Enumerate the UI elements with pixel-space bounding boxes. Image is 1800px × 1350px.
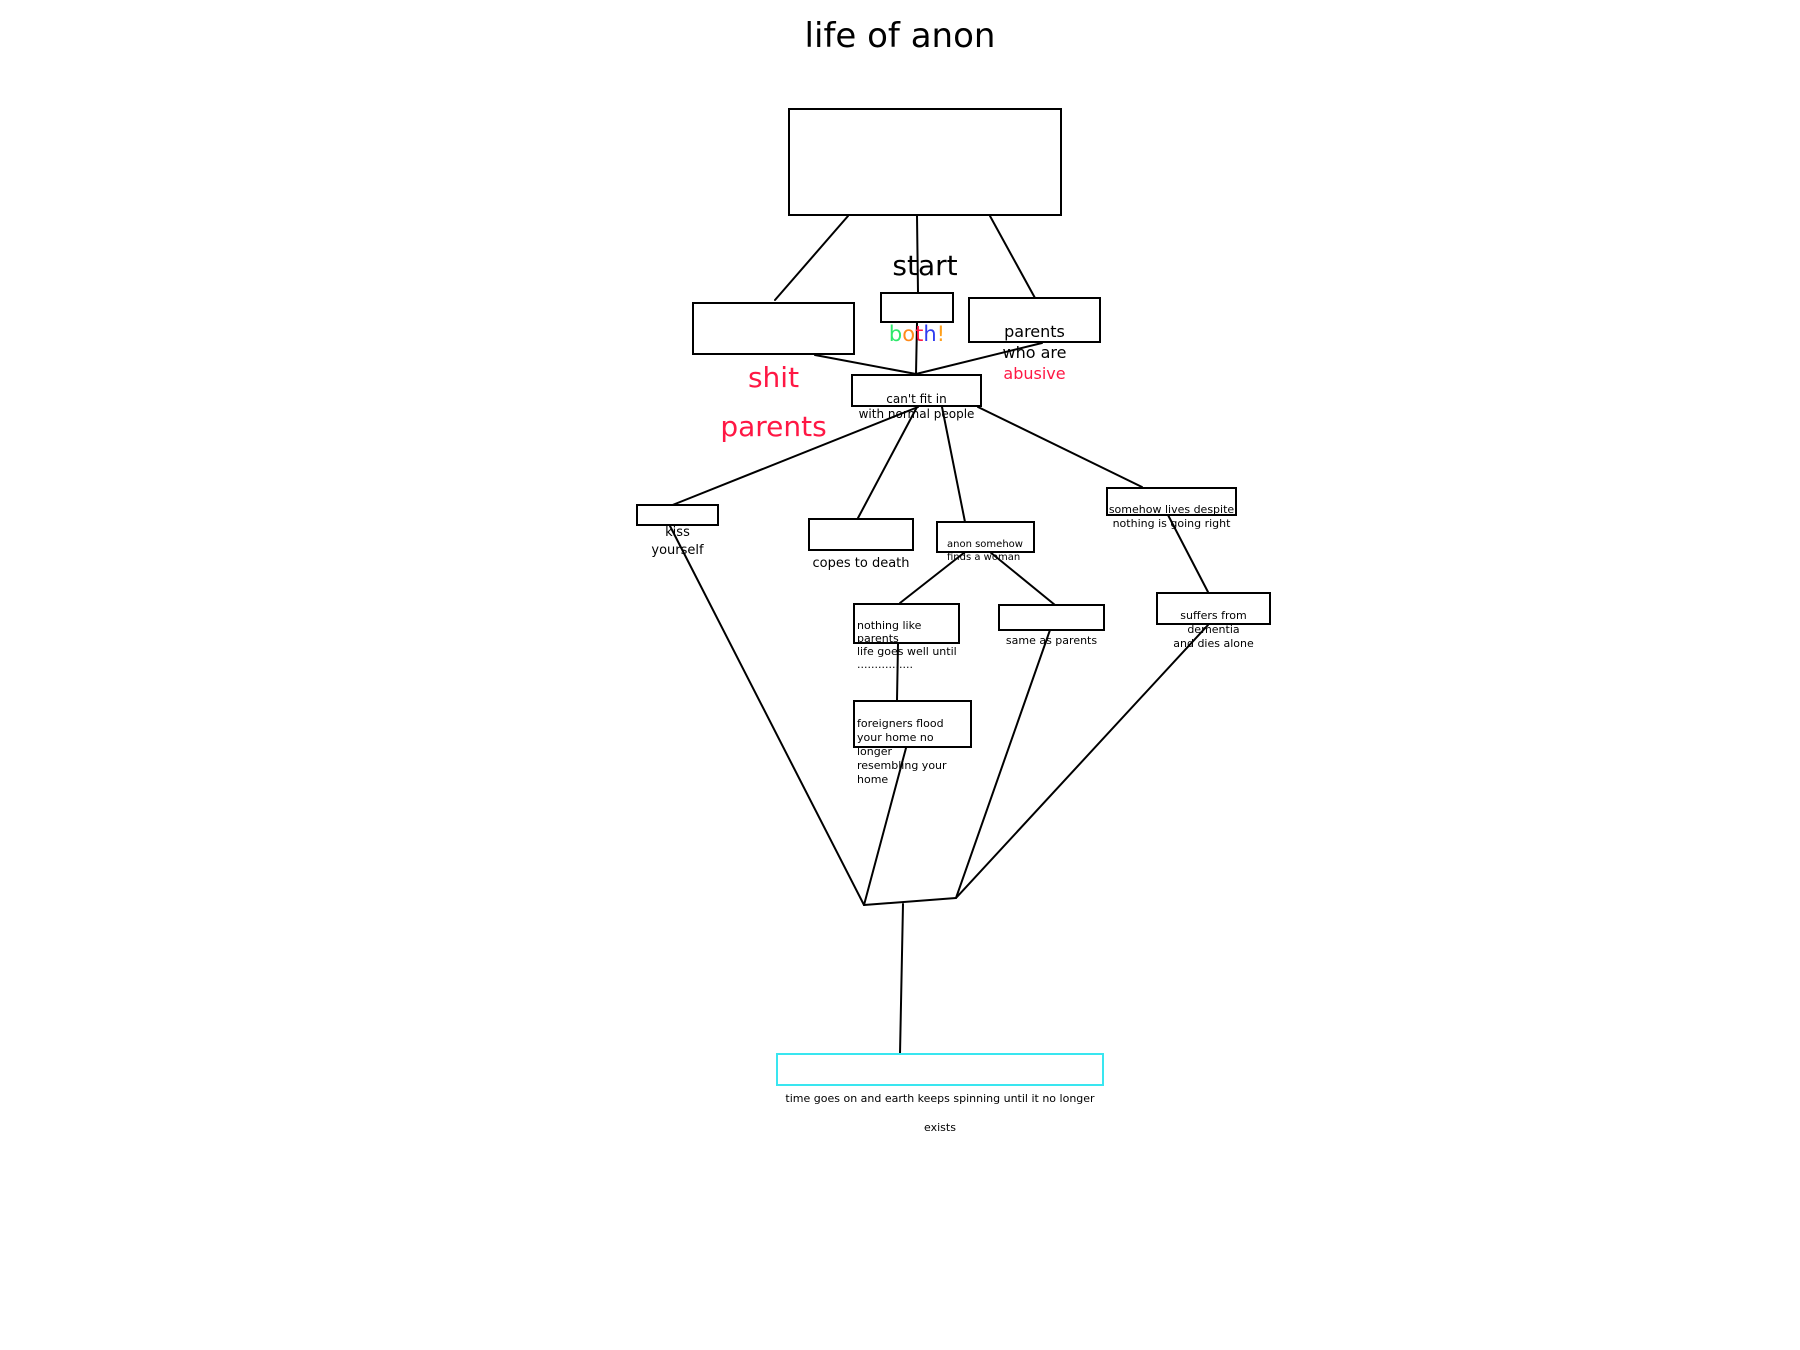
node-start-label: start — [892, 249, 958, 282]
node-same-as-parents[interactable]: same as parents — [998, 604, 1105, 647]
edge-abusive-cantfit — [915, 342, 1043, 375]
edge-start-both — [916, 215, 919, 293]
edge-start-shit-parents — [774, 215, 849, 301]
edge-start-abusive — [989, 215, 1036, 299]
node-same-as-parents-label: same as parents — [1005, 634, 1098, 647]
node-shit-parents[interactable]: shit parents — [692, 302, 855, 443]
edge-sameas-junction — [955, 629, 1051, 899]
node-somehow-lives[interactable]: somehow lives despite nothing is going r… — [1106, 487, 1237, 530]
node-nothing-like-parents[interactable]: nothing like parents life goes well unti… — [853, 603, 960, 671]
node-dementia-label: suffers from dementia and dies alone — [1173, 609, 1254, 650]
edge-cantfit-kiss — [669, 406, 919, 507]
edge-foreigners-junction — [863, 747, 907, 906]
edge-junction-end — [899, 903, 904, 1055]
both-letter-t: t — [915, 322, 924, 346]
edge-cantfit-woman — [941, 406, 966, 523]
diagram-title: life of anon — [804, 16, 996, 56]
both-letter-h: h — [923, 322, 937, 346]
node-finds-woman[interactable]: anon somehow finds a woman — [936, 521, 1035, 563]
node-foreigners[interactable]: foreigners flood your home no longer res… — [853, 700, 972, 786]
edge-dementia-junction — [955, 624, 1209, 899]
edge-kiss-junction — [669, 525, 865, 906]
node-dementia[interactable]: suffers from dementia and dies alone — [1156, 592, 1271, 650]
node-end-label: time goes on and earth keeps spinning un… — [785, 1092, 1095, 1134]
edge-cantfit-somehow — [977, 406, 1143, 488]
edge-nothinglike-foreigners — [896, 643, 899, 701]
node-abusive-prefix: parents who are — [1002, 322, 1067, 362]
node-copes-to-death-label: copes to death — [812, 556, 910, 571]
node-shit-parents-label: shit parents — [720, 361, 827, 443]
both-letter-b: b — [888, 322, 903, 346]
node-cant-fit-in-label: can't fit in with normal people — [858, 392, 975, 421]
node-kiss-yourself-label: kiss yourself — [651, 525, 704, 558]
both-letter-exclaim: ! — [936, 322, 946, 346]
node-abusive-parents[interactable]: parents who are abusive — [968, 297, 1101, 383]
edge-woman-sameas — [989, 551, 1056, 606]
node-cant-fit-in[interactable]: can't fit in with normal people — [851, 374, 982, 421]
node-nothing-like-parents-label: nothing like parents life goes well unti… — [857, 619, 957, 671]
edge-cantfit-copes — [857, 406, 918, 519]
node-foreigners-label: foreigners flood your home no longer res… — [857, 717, 947, 786]
both-letter-o: o — [902, 322, 916, 346]
edge-shit-parents-cantfit — [814, 354, 917, 375]
node-finds-woman-label: anon somehow finds a woman — [947, 539, 1023, 563]
node-both[interactable]: both! — [880, 292, 954, 346]
edge-somehow-dementia — [1167, 514, 1209, 593]
node-somehow-lives-label: somehow lives despite nothing is going r… — [1108, 503, 1235, 530]
edge-both-cantfit — [915, 322, 918, 375]
node-abusive-word: abusive — [1003, 364, 1066, 383]
edge-junction-bar — [863, 897, 957, 906]
edge-woman-nothinglike — [899, 551, 966, 604]
node-kiss-yourself[interactable]: kiss yourself — [636, 504, 719, 558]
node-copes-to-death[interactable]: copes to death — [808, 518, 914, 571]
node-end[interactable]: time goes on and earth keeps spinning un… — [776, 1053, 1104, 1134]
node-start[interactable]: start — [788, 108, 1062, 282]
